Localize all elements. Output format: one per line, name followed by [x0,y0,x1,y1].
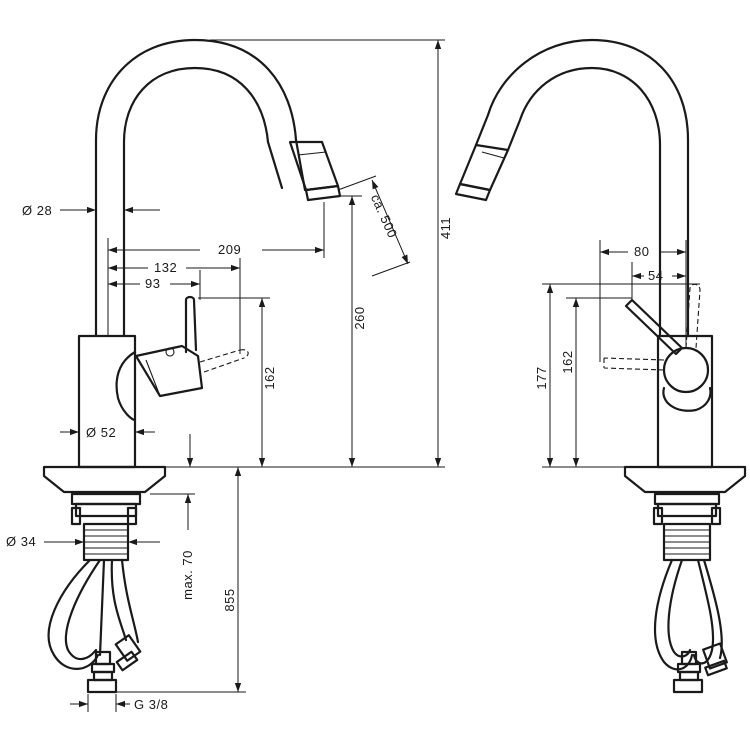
reach-209-label: 209 [218,242,241,257]
thread-diameter-label: Ø 34 [6,534,36,549]
side-lever-hub [662,346,710,394]
side-lever [624,298,684,356]
side-54-label: 54 [648,268,663,283]
lever [184,295,198,354]
hose-855-label: 855 [222,588,237,611]
side-spout-inner [506,66,662,338]
height-260-label: 260 [352,306,367,329]
side-mounting-plate [623,465,747,494]
max-70-label: max. 70 [180,550,195,600]
lever-housing [115,350,137,422]
spout-outer [94,38,307,338]
side-hose-connector [672,642,728,694]
height-411-label: 411 [438,217,453,239]
side-spout-outer [474,38,690,338]
front-view: Ø 28 209 132 93 162 260 411 ca. 500 Ø 52… [6,38,453,712]
body-diameter-label: Ø 52 [86,425,116,440]
side-80-label: 80 [634,244,649,259]
pullout-label: ca. 500 [368,192,400,240]
threaded-rod [82,522,130,562]
hose-connector [86,634,142,694]
side-177-label: 177 [534,366,549,389]
height-162-label: 162 [262,366,277,389]
side-view: 80 54 177 162 [454,38,747,694]
faucet-body [77,334,137,469]
reach-93-label: 93 [145,276,160,291]
connection-label: G 3/8 [134,697,168,712]
side-spray-head [458,143,510,192]
side-162-label: 162 [560,350,575,373]
dimension-lines-front [44,39,445,712]
dimension-lines-side [542,240,700,468]
mounting-plate [42,465,167,494]
spout-inner [122,66,284,338]
hose-loop [47,558,100,670]
spout-diameter-label: Ø 28 [22,203,52,218]
reach-132-label: 132 [154,260,177,275]
side-threaded-rod [662,522,712,562]
